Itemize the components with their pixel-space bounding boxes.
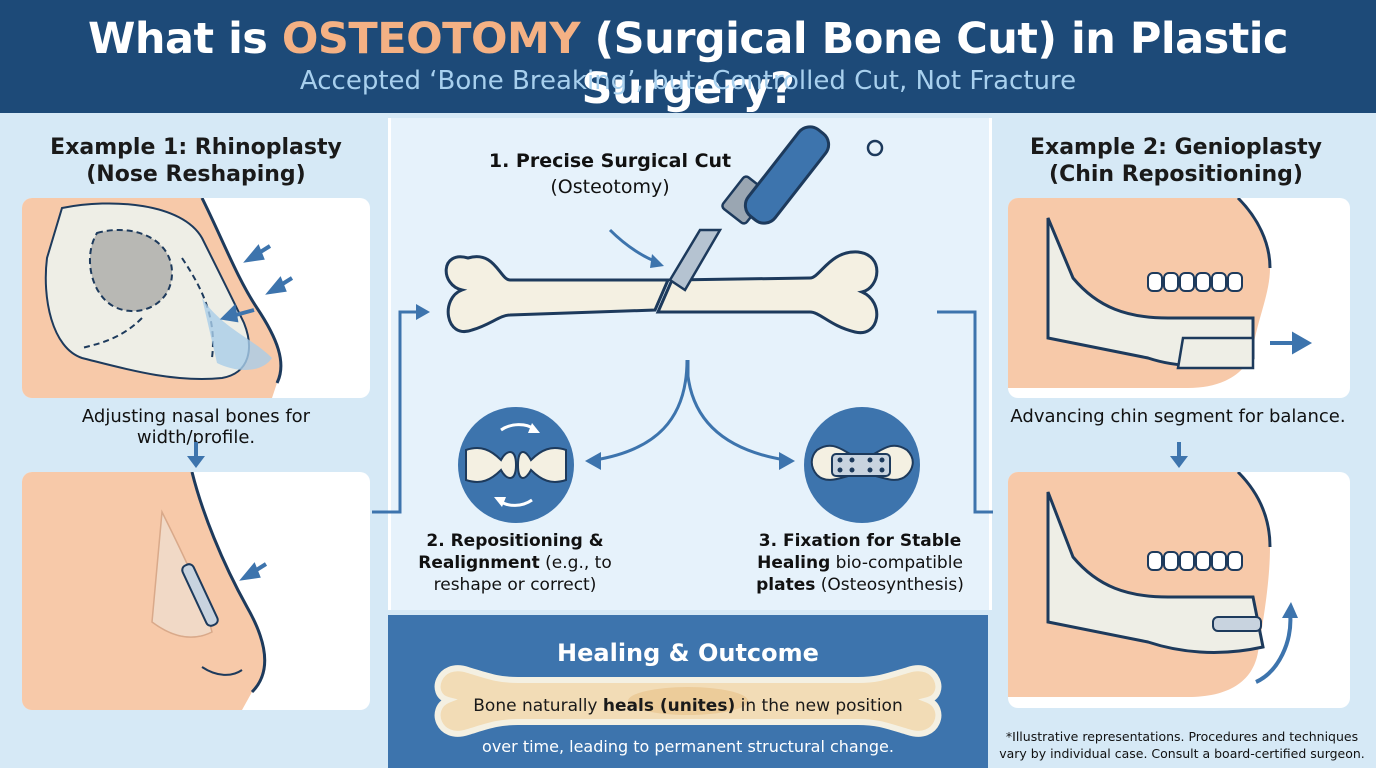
disclaimer: *Illustrative representations. Procedure… xyxy=(992,728,1372,762)
title-highlight: OSTEOTOMY xyxy=(281,14,581,64)
example1-title: Example 1: Rhinoplasty (Nose Reshaping) xyxy=(20,134,372,188)
nose-skull-illustration xyxy=(22,198,294,398)
outcome-line1-pre: Bone naturally xyxy=(473,696,603,716)
example1-title-line1: Example 1: Rhinoplasty xyxy=(50,135,342,160)
example1-caption: Adjusting nasal bones for width/profile. xyxy=(81,406,311,448)
outcome-line2: over time, leading to permanent structur… xyxy=(482,737,894,756)
title-prefix: What is xyxy=(87,14,282,64)
jaw-before-illustration xyxy=(1008,198,1313,388)
example2-title-line1: Example 2: Genioplasty xyxy=(1029,135,1322,160)
step3-bold2: plates xyxy=(756,575,816,595)
page-subtitle: Accepted ‘Bone Breaking’, but: Controlle… xyxy=(299,66,1077,96)
rhinoplasty-after-card xyxy=(22,472,370,710)
outcome-title: Healing & Outcome xyxy=(557,639,819,667)
example2-title-line2: (Chin Repositioning) xyxy=(1049,162,1303,187)
down-arrow-icon xyxy=(1170,442,1188,468)
disclaimer-line1: *Illustrative representations. Procedure… xyxy=(1005,729,1359,744)
connector-right xyxy=(937,310,993,514)
branch-arrows xyxy=(585,360,795,470)
step1-label: 1. Precise Surgical Cut (Osteotomy) xyxy=(470,148,750,200)
title-suffix: (Surgical Bone Cut) in Plastic Surgery? xyxy=(579,14,1289,114)
genioplasty-after-card xyxy=(1008,472,1350,708)
bone-cut-illustration xyxy=(444,125,884,380)
step3-title: 3. Fixation for Stable xyxy=(758,531,962,551)
step2-label: 2. Repositioning & Realignment (e.g., to… xyxy=(410,530,620,596)
fixation-icon xyxy=(804,407,920,523)
center-panel xyxy=(388,118,992,610)
outcome-line1: Bone naturally heals (unites) in the new… xyxy=(388,696,988,716)
disclaimer-line2: vary by individual case. Consult a board… xyxy=(999,746,1365,761)
page-title: What is OSTEOTOMY (Surgical Bone Cut) in… xyxy=(0,14,1376,114)
step2-rest: (e.g., to xyxy=(539,553,612,573)
connector-left xyxy=(372,304,430,514)
outcome-line1-post: in the new position xyxy=(735,696,903,716)
outcome-panel: Healing & Outcome Bone naturally heals (… xyxy=(388,615,988,768)
genioplasty-before-card xyxy=(1008,198,1350,398)
step2-line3: reshape or correct) xyxy=(433,575,597,595)
step3-rest: bio-compatible xyxy=(830,553,963,573)
jaw-after-illustration xyxy=(1008,472,1298,697)
healed-bone-illustration xyxy=(434,665,942,737)
example2-title: Example 2: Genioplasty (Chin Repositioni… xyxy=(1000,134,1352,188)
header-banner: What is OSTEOTOMY (Surgical Bone Cut) in… xyxy=(0,0,1376,114)
step2-title: 2. Repositioning & xyxy=(426,531,604,551)
step1-title: 1. Precise Surgical Cut xyxy=(488,150,732,172)
down-arrow-icon xyxy=(187,442,205,468)
reposition-icon xyxy=(458,407,574,523)
outcome-line1-bold: heals (unites) xyxy=(602,696,736,716)
step2-bold: Realignment xyxy=(418,553,540,573)
step3-label: 3. Fixation for Stable Healing bio-compa… xyxy=(745,530,975,596)
example1-title-line2: (Nose Reshaping) xyxy=(86,162,306,187)
example2-caption: Advancing chin segment for balance. xyxy=(1010,406,1346,427)
nose-plate-illustration xyxy=(22,472,268,710)
step1-sub: (Osteotomy) xyxy=(550,176,670,198)
rhinoplasty-before-card xyxy=(22,198,370,398)
step3-rest2: (Osteosynthesis) xyxy=(815,575,964,595)
step3-bold: Healing xyxy=(757,553,831,573)
